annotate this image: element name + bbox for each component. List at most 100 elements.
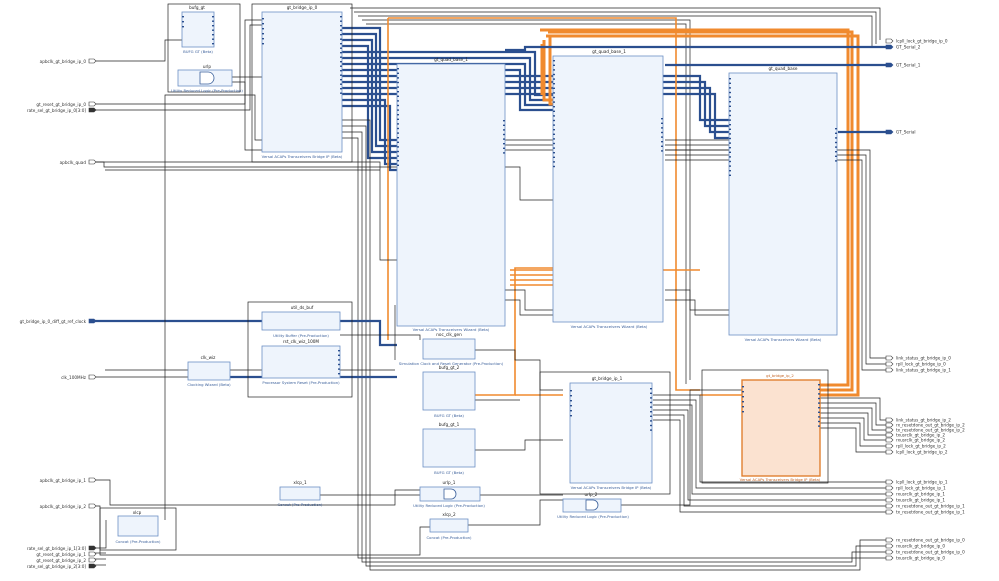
- output-port[interactable]: rxusrclk_gt_bridge_ip_1: [885, 492, 945, 497]
- block-pin: [729, 160, 731, 163]
- block-xlcp[interactable]: xlcp Concat (Pre-Production): [99, 507, 177, 551]
- output-port[interactable]: lcpll_lock_gt_bridge_ip_0: [885, 39, 948, 44]
- output-port[interactable]: GT_Serial_2: [885, 45, 921, 50]
- block-pin: [818, 384, 820, 386]
- output-port[interactable]: link_status_gt_bridge_ip_2: [885, 418, 951, 423]
- block-pin: [262, 43, 264, 45]
- block-pin: [818, 425, 820, 427]
- input-port[interactable]: gt_reset_gt_bridge_ip_0: [36, 101, 97, 107]
- block-pin: [182, 21, 184, 23]
- output-port[interactable]: GT_Serial: [885, 130, 916, 135]
- block-pin: [503, 120, 505, 122]
- input-port[interactable]: gt_bridge_ip_0_diff_gt_ref_clock: [20, 318, 97, 324]
- input-port[interactable]: clk_100MHz: [61, 374, 97, 380]
- output-port-label: link_status_gt_bridge_ip_2: [896, 418, 951, 423]
- svg-text:apbclk_gt_bridge_ip_0: apbclk_gt_bridge_ip_0: [40, 59, 87, 64]
- block-pins: [182, 16, 837, 431]
- input-port[interactable]: gt_reset_gt_bridge_ip_1: [36, 551, 97, 557]
- output-port[interactable]: txusrclk_gt_bridge_ip_0: [885, 556, 945, 561]
- svg-text:Utility Reduced Logic (Pre-Pro: Utility Reduced Logic (Pre-Production): [557, 514, 629, 519]
- block-xlcp-1[interactable]: xlcp_1 Concat (Pre-Production): [277, 480, 323, 507]
- input-port[interactable]: apbclk_gt_bridge_ip_2: [40, 503, 97, 509]
- output-port[interactable]: tx_resetdone_out_gt_bridge_ip_2: [885, 428, 965, 433]
- block-pin: [397, 164, 399, 166]
- block-gt-bridge-ip-0[interactable]: gt_bridge_ip_0 Versal ACAPs Transceivers…: [251, 3, 353, 163]
- block-gt-quad-base[interactable]: gt_quad_base Versal ACAPs Transceivers W…: [728, 66, 838, 342]
- block-pin: [835, 151, 837, 153]
- block-pin: [338, 359, 340, 361]
- block-urlp-2[interactable]: urlp_2 Utility Reduced Logic (Pre-Produc…: [557, 492, 629, 519]
- block-noc-clk-gen[interactable]: noc_clk_gen Simulation Clock and Reset G…: [399, 332, 504, 366]
- input-port[interactable]: apbclk_gt_bridge_ip_0: [40, 58, 97, 64]
- input-port[interactable]: rate_sel_gt_bridge_ip_0[3:0]: [27, 107, 97, 113]
- output-port-label: rx_resetdone_out_gt_bridge_ip_1: [896, 504, 965, 509]
- block-pin: [397, 77, 399, 79]
- output-port[interactable]: rx_resetdone_out_gt_bridge_ip_1: [885, 504, 965, 509]
- block-xlcp-2[interactable]: xlcp_2 Concat (Pre-Production): [426, 512, 472, 540]
- block-pin: [553, 69, 555, 71]
- block-pin: [835, 146, 837, 148]
- output-port[interactable]: rx_resetdone_out_gt_bridge_ip_2: [885, 423, 965, 428]
- block-gt-quad-base-2[interactable]: gt_quad_base_1 Versal ACAPs Transceivers…: [552, 49, 664, 329]
- block-pin: [553, 129, 555, 131]
- block-urlp[interactable]: urlp Utility Reduced Logic (Pre-Producti…: [171, 64, 243, 93]
- block-pin: [340, 88, 342, 90]
- output-port[interactable]: rxusrclk_gt_bridge_ip_2: [885, 438, 945, 443]
- block-pin: [835, 141, 837, 144]
- input-port[interactable]: rate_sel_gt_bridge_ip_2[3:0]: [27, 563, 97, 569]
- block-gt-bridge-ip-2[interactable]: gt_bridge_ip_2 Versal ACAPs Transceivers…: [701, 369, 829, 484]
- output-port[interactable]: txusrclk_gt_bridge_ip_2: [885, 433, 945, 438]
- output-port[interactable]: link_status_gt_bridge_ip_0: [885, 356, 951, 361]
- block-pin: [835, 155, 837, 157]
- output-port[interactable]: rpll_lock_gt_bridge_ip_0: [885, 362, 946, 367]
- block-clk-wiz[interactable]: clk_wiz Clocking Wizard (Beta): [187, 355, 231, 387]
- block-gt-bridge-ip-1[interactable]: gt_bridge_ip_1 Versal ACAPs Transceivers…: [539, 371, 671, 495]
- output-port[interactable]: tx_resetdone_out_gt_bridge_ip_0: [885, 550, 965, 555]
- input-port[interactable]: gt_reset_gt_bridge_ip_2: [36, 557, 97, 563]
- svg-text:urlp: urlp: [203, 64, 212, 69]
- block-urlp-1[interactable]: urlp_1 Utility Reduced Logic (Pre-Produc…: [413, 480, 485, 508]
- and-gate-icon: [443, 488, 457, 500]
- output-port-label: lcpll_lock_gt_bridge_ip_0: [896, 39, 948, 44]
- output-port[interactable]: lcpll_lock_gt_bridge_ip_1: [885, 480, 948, 485]
- input-port[interactable]: apbclk_quad: [60, 159, 97, 165]
- block-pin: [262, 28, 264, 30]
- svg-text:Processor System Reset (Pre-Pr: Processor System Reset (Pre-Production): [262, 380, 340, 385]
- output-port[interactable]: rpll_lock_gt_bridge_ip_1: [885, 486, 946, 491]
- block-pin: [729, 147, 731, 149]
- output-ports: lcpll_lock_gt_bridge_ip_0GT_Serial_2GT_S…: [885, 39, 965, 561]
- output-port[interactable]: lcpll_lock_gt_bridge_ip_2: [885, 450, 948, 455]
- block-pin: [340, 34, 342, 36]
- block-gt-quad-base-1[interactable]: gt_quad_base_1 Versal ACAPs Transceivers…: [396, 57, 506, 332]
- block-pin: [503, 129, 505, 131]
- input-port[interactable]: apbclk_gt_bridge_ip_1: [40, 477, 97, 483]
- output-port[interactable]: GT_Serial_1: [885, 63, 921, 68]
- output-port[interactable]: rx_resetdone_out_gt_bridge_ip_0: [885, 538, 965, 543]
- block-pin: [340, 56, 342, 58]
- block-pin: [650, 411, 652, 413]
- block-rst-clk-wiz-100m[interactable]: rst_clk_wiz_100M Processor System Reset …: [261, 339, 341, 385]
- block-pin: [729, 142, 731, 144]
- output-port[interactable]: rpll_lock_gt_bridge_ip_2: [885, 444, 946, 449]
- block-pin: [212, 38, 214, 40]
- block-pin: [553, 147, 555, 149]
- output-port[interactable]: tx_resetdone_out_gt_bridge_ip_1: [885, 510, 965, 515]
- block-pin: [212, 29, 214, 31]
- block-pin: [729, 151, 731, 153]
- block-pin: [742, 391, 744, 393]
- block-pin: [570, 410, 572, 412]
- block-pin: [553, 161, 555, 163]
- output-port-label: lcpll_lock_gt_bridge_ip_1: [896, 480, 948, 485]
- block-bufg-gt-1[interactable]: bufg_gt_1 BUFG GT (Beta): [422, 422, 476, 475]
- block-pin: [182, 26, 184, 28]
- svg-text:Concat (Pre-Production): Concat (Pre-Production): [115, 539, 161, 544]
- output-port[interactable]: link_status_gt_bridge_ip_1: [885, 368, 951, 373]
- output-port[interactable]: rxusrclk_gt_bridge_ip_0: [885, 544, 945, 549]
- block-bufg-gt-2[interactable]: bufg_gt_2 BUFG GT (Beta): [422, 365, 476, 418]
- svg-text:Utility Buffer (Pre-Production: Utility Buffer (Pre-Production): [273, 333, 329, 338]
- block-util-ds-buf[interactable]: util_ds_buf Utility Buffer (Pre-Producti…: [247, 301, 353, 398]
- output-port[interactable]: txusrclk_gt_bridge_ip_1: [885, 498, 945, 503]
- input-port[interactable]: rate_sel_gt_bridge_ip_1[3:0]: [27, 545, 97, 551]
- block-pin: [553, 87, 555, 89]
